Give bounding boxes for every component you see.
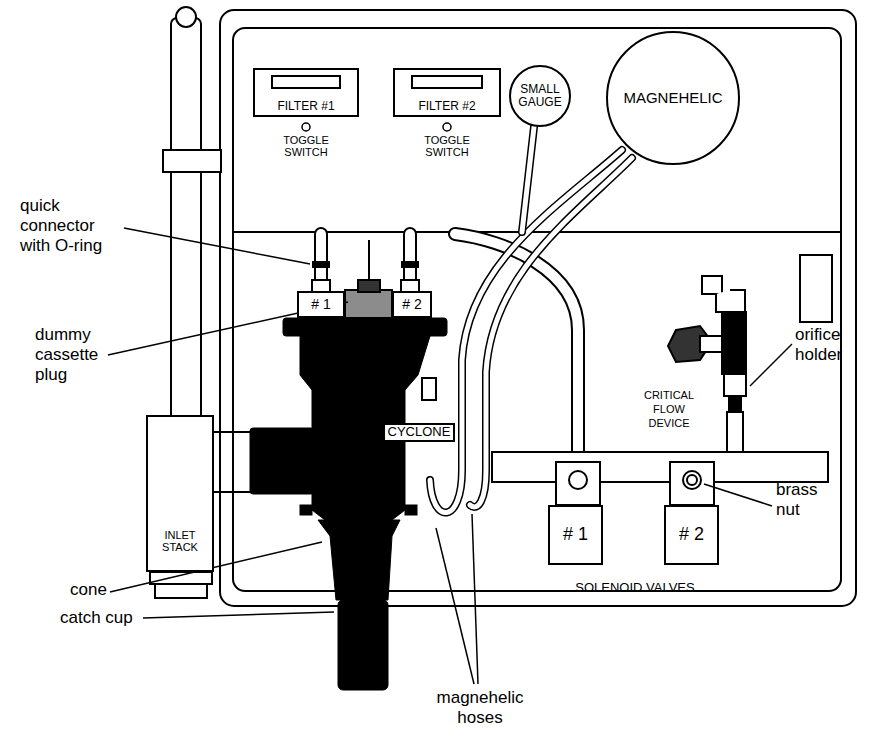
solenoid-valve: # 2 xyxy=(664,505,719,565)
cassette-port: # 1 xyxy=(297,291,345,318)
gauge-hose xyxy=(522,127,534,232)
toggle-label: TOGGLE SWITCH xyxy=(274,134,338,158)
cyclone-flange xyxy=(283,318,447,336)
small-gauge: SMALL GAUGE xyxy=(509,65,571,127)
stack-base xyxy=(155,584,207,598)
leader-line xyxy=(436,528,474,684)
node-text: FILTER #2 xyxy=(418,100,475,113)
hose-outline xyxy=(403,234,417,282)
node-text: CYCLONE xyxy=(388,425,451,439)
orifice-stem xyxy=(729,396,741,412)
node-text: # 1 xyxy=(563,525,588,545)
filter-box: FILTER #1TOGGLE SWITCH xyxy=(253,68,359,117)
device-label: CRITICAL FLOW DEVICE xyxy=(638,388,700,430)
panel-inner xyxy=(233,28,841,591)
dummy-plug xyxy=(345,290,392,318)
hose-fitting xyxy=(422,378,436,400)
leader-line xyxy=(124,228,310,264)
manifold-bar xyxy=(492,452,828,482)
part-callout: magnehelic hoses xyxy=(425,688,535,728)
hose-fill xyxy=(405,234,415,282)
orifice-holder xyxy=(724,374,746,396)
toggle-switch xyxy=(443,123,451,131)
cyclone-inlet xyxy=(250,428,314,494)
node-text: INLET STACK xyxy=(148,529,212,553)
nut-stub xyxy=(700,336,722,352)
cassette-plug xyxy=(345,240,392,318)
node-text: MAGNEHELIC xyxy=(623,90,722,107)
toggle-switches xyxy=(302,123,451,131)
connectors xyxy=(312,262,436,400)
cyclone-knob xyxy=(300,505,312,515)
o-ring xyxy=(313,262,329,267)
cyclone-label-box: CYCLONE xyxy=(383,423,455,442)
node-text: # 2 xyxy=(402,297,421,312)
magnehelic-gauge: MAGNEHELIC xyxy=(606,31,740,165)
hose-fill xyxy=(455,234,578,476)
flow-fitting xyxy=(722,312,746,374)
cyclone-cone xyxy=(318,520,400,600)
panel xyxy=(220,10,856,606)
orifice-stem xyxy=(727,412,743,452)
hose-outline xyxy=(455,234,578,476)
catch-cup xyxy=(338,600,388,690)
elbow-cap xyxy=(702,276,722,294)
gauge-hose xyxy=(522,127,534,232)
part-callout: quick connector with O-ring xyxy=(20,196,120,256)
solenoid-top xyxy=(670,462,714,505)
plug-nut xyxy=(358,280,380,292)
stack-loop xyxy=(176,7,196,27)
elbow xyxy=(716,290,745,312)
brass-nut xyxy=(687,475,697,485)
solenoid-port xyxy=(569,471,587,489)
group-label: SOLENOID VALVES xyxy=(560,578,710,598)
filter-slot xyxy=(271,75,341,89)
solenoid-top xyxy=(556,462,600,505)
cassette-port: # 2 xyxy=(392,291,432,318)
node-text: SMALL GAUGE xyxy=(511,83,569,109)
o-ring xyxy=(402,262,418,267)
part-callout: cone xyxy=(70,580,120,600)
leader-line xyxy=(704,484,772,506)
toggle-label: TOGGLE SWITCH xyxy=(415,134,479,158)
part-callout: orifice holder xyxy=(795,325,857,365)
inlet-bracket xyxy=(214,431,252,433)
inlet-stack-box: INLET STACK xyxy=(146,415,214,572)
hose-outline xyxy=(314,234,328,282)
cyclone xyxy=(250,318,447,690)
leader-lines xyxy=(108,228,792,684)
panel-outer xyxy=(220,10,856,606)
inlet-bracket xyxy=(214,491,252,493)
node-text: FILTER #1 xyxy=(277,100,334,113)
flow-block xyxy=(800,255,832,322)
plug-stem xyxy=(368,240,370,280)
leader-line xyxy=(110,542,322,592)
part-callout: brass nut xyxy=(776,480,832,520)
leader-line xyxy=(143,612,334,618)
cyclone-knob xyxy=(405,505,417,515)
hose-fill xyxy=(316,234,326,282)
filter-slot xyxy=(411,75,483,89)
leader-line xyxy=(750,344,792,386)
filter-box: FILTER #2TOGGLE SWITCH xyxy=(393,68,501,117)
part-callout: catch cup xyxy=(60,608,150,628)
stack-flange xyxy=(150,572,212,584)
leader-line xyxy=(472,514,478,684)
toggle-switch xyxy=(302,123,310,131)
part-callout: dummy cassette plug xyxy=(35,325,110,385)
brass-nut xyxy=(683,471,701,489)
node-text: # 1 xyxy=(311,297,330,312)
stack-clamp xyxy=(163,150,221,172)
node-text: # 2 xyxy=(679,525,704,545)
solenoid-valve: # 1 xyxy=(548,505,603,565)
